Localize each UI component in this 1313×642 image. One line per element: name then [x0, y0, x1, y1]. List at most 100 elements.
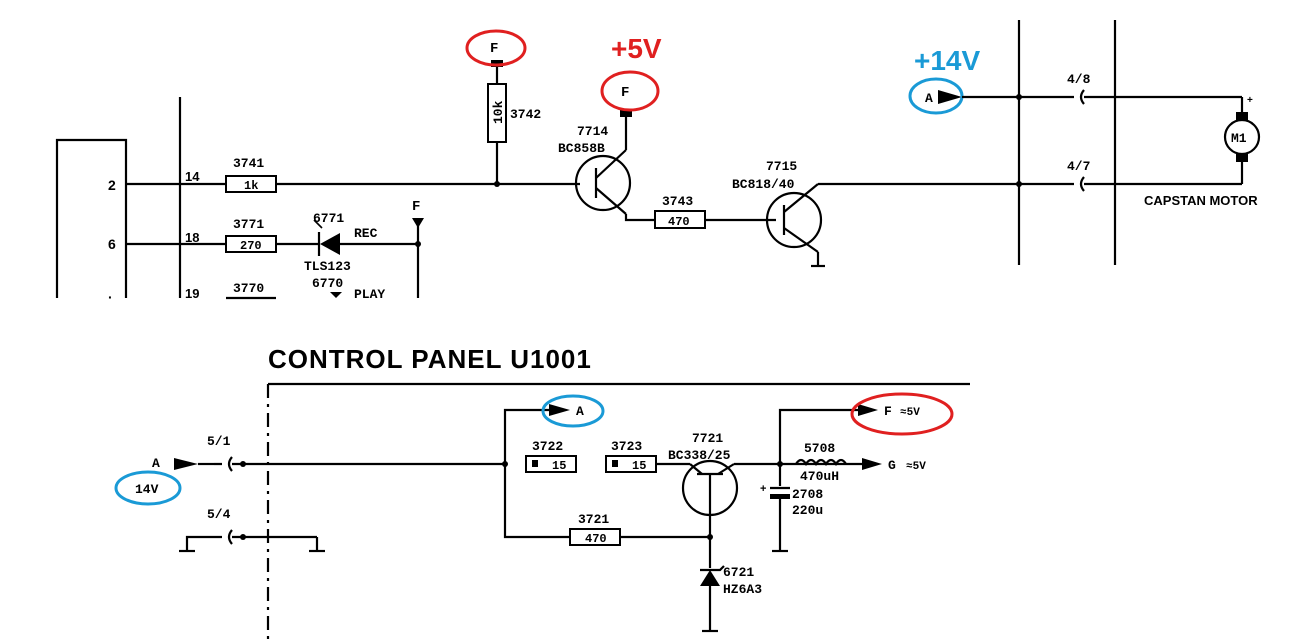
inductor-5708 [795, 458, 847, 467]
junction-dot [240, 534, 246, 540]
resistor-3723-ref: 3723 [611, 439, 642, 454]
transistor-collector [783, 183, 819, 213]
flag-a-top: A [925, 91, 933, 106]
capacitor-2708-value: 220u [792, 503, 823, 518]
connector-symbol [1064, 176, 1085, 192]
flag-f-arrow [620, 110, 632, 117]
flag-f-arrow [858, 404, 878, 416]
resistor-3771-value: 270 [240, 239, 262, 253]
capacitor-plus: + [760, 483, 766, 495]
resistor-marker [612, 460, 618, 467]
transistor-7715-type: BC818/40 [732, 177, 795, 192]
resistor-3721-value: 470 [585, 532, 607, 546]
flag-f-1: F [490, 41, 498, 57]
highlight-a-bottom [541, 394, 605, 428]
led-6770-label: PLAY [354, 287, 385, 302]
input-voltage: 14V [135, 482, 159, 497]
motor-plus: + [1247, 95, 1253, 106]
resistor-3722 [525, 455, 577, 473]
connector-box [55, 138, 128, 298]
resistor-marker [532, 460, 538, 467]
motor-brush [1236, 154, 1248, 162]
highlight-f-2 [600, 70, 660, 112]
connector-5-1: 5/1 [207, 434, 231, 449]
connector-symbol [1064, 89, 1085, 105]
transistor-collector [595, 187, 627, 215]
resistor-3722-ref: 3722 [532, 439, 563, 454]
resistor-3741-ref: 3741 [233, 156, 264, 171]
connector-symbol [185, 529, 233, 550]
flag-a-arrow [938, 90, 962, 104]
led-6771-label: REC [354, 226, 378, 241]
output-flag-g-voltage: ≈5V [906, 461, 926, 473]
output-flag-g: G [888, 458, 896, 473]
transistor-7714 [574, 154, 632, 212]
zener-6721-ref: 6721 [723, 565, 754, 580]
flag-f-arrow [412, 218, 424, 228]
motor-brush [1236, 112, 1248, 120]
pin-label-cut: · [108, 289, 113, 305]
output-flag-a: A [576, 404, 584, 419]
transistor-7721-ref: 7721 [692, 431, 723, 446]
resistor-3721-ref: 3721 [578, 512, 609, 527]
bottom-schematic: CONTROL PANEL U1001 A 14V 5/1 5/4 A 3722… [114, 344, 970, 642]
panel-title: CONTROL PANEL U1001 [268, 344, 592, 374]
resistor-3723-value: 15 [632, 459, 646, 473]
pin-label-6: 6 [108, 236, 116, 252]
motor-name: CAPSTAN MOTOR [1144, 193, 1258, 208]
flag-f-3: F [412, 199, 420, 215]
flag-a-arrow [549, 404, 570, 416]
highlight-14v [114, 470, 182, 506]
transistor-emitter [717, 463, 735, 475]
led-6770 [330, 292, 342, 298]
transistor-emitter [595, 149, 627, 179]
wire [503, 464, 570, 539]
output-flag-f-voltage: ≈5V [900, 407, 920, 419]
resistor-3742-value: 10k [491, 100, 506, 124]
transistor-7721-type: BC338/25 [668, 448, 731, 463]
connector-4-8: 4/8 [1067, 72, 1091, 87]
wire [624, 214, 655, 222]
transistor-7714-ref: 7714 [577, 124, 608, 139]
flag-g-arrow [862, 458, 882, 470]
motor-label: M1 [1231, 131, 1247, 146]
junction-dot [1016, 94, 1022, 100]
wire [778, 408, 858, 464]
resistor-3771-ref: 3771 [233, 217, 264, 232]
zener-6721-type: HZ6A3 [723, 582, 762, 597]
line-label-14: 14 [185, 169, 200, 184]
led-6771-type: TLS123 [304, 259, 351, 274]
transistor-7715-ref: 7715 [766, 159, 797, 174]
capacitor-plate [770, 494, 790, 499]
line-label-18: 18 [185, 230, 199, 245]
connector-4-7: 4/7 [1067, 159, 1090, 174]
resistor-3770-ref: 3770 [233, 281, 264, 296]
top-schematic: 2 6 · 14 18 19 3741 1k 10k 3742 F 7714 B… [55, 20, 1261, 305]
resistor-3741-value: 1k [244, 179, 258, 193]
connector-symbol [214, 456, 233, 472]
wire [503, 408, 549, 464]
led-6770-ref: 6770 [312, 276, 343, 291]
highlight-f-out [850, 392, 954, 436]
transistor-7714-type: BC858B [558, 141, 605, 156]
transistor-collector [689, 463, 703, 475]
transistor-7715 [765, 191, 823, 249]
pin-label-2: 2 [108, 177, 116, 193]
led-6771 [320, 233, 340, 255]
junction-dot [240, 461, 246, 467]
resistor-3722-value: 15 [552, 459, 566, 473]
line-label-19: 19 [185, 286, 199, 301]
led-arrow [313, 219, 323, 229]
annotation-plus5v: +5V [611, 33, 662, 64]
highlight-f-1 [465, 29, 527, 67]
input-arrow [174, 458, 198, 470]
connector-5-4: 5/4 [207, 507, 231, 522]
transistor-emitter [783, 227, 819, 253]
output-flag-f: F [884, 404, 892, 419]
inductor-5708-ref: 5708 [804, 441, 835, 456]
resistor-3743-value: 470 [668, 215, 690, 229]
resistor-3742-ref: 3742 [510, 107, 541, 122]
resistor-3743-ref: 3743 [662, 194, 693, 209]
input-flag-a: A [152, 456, 160, 471]
